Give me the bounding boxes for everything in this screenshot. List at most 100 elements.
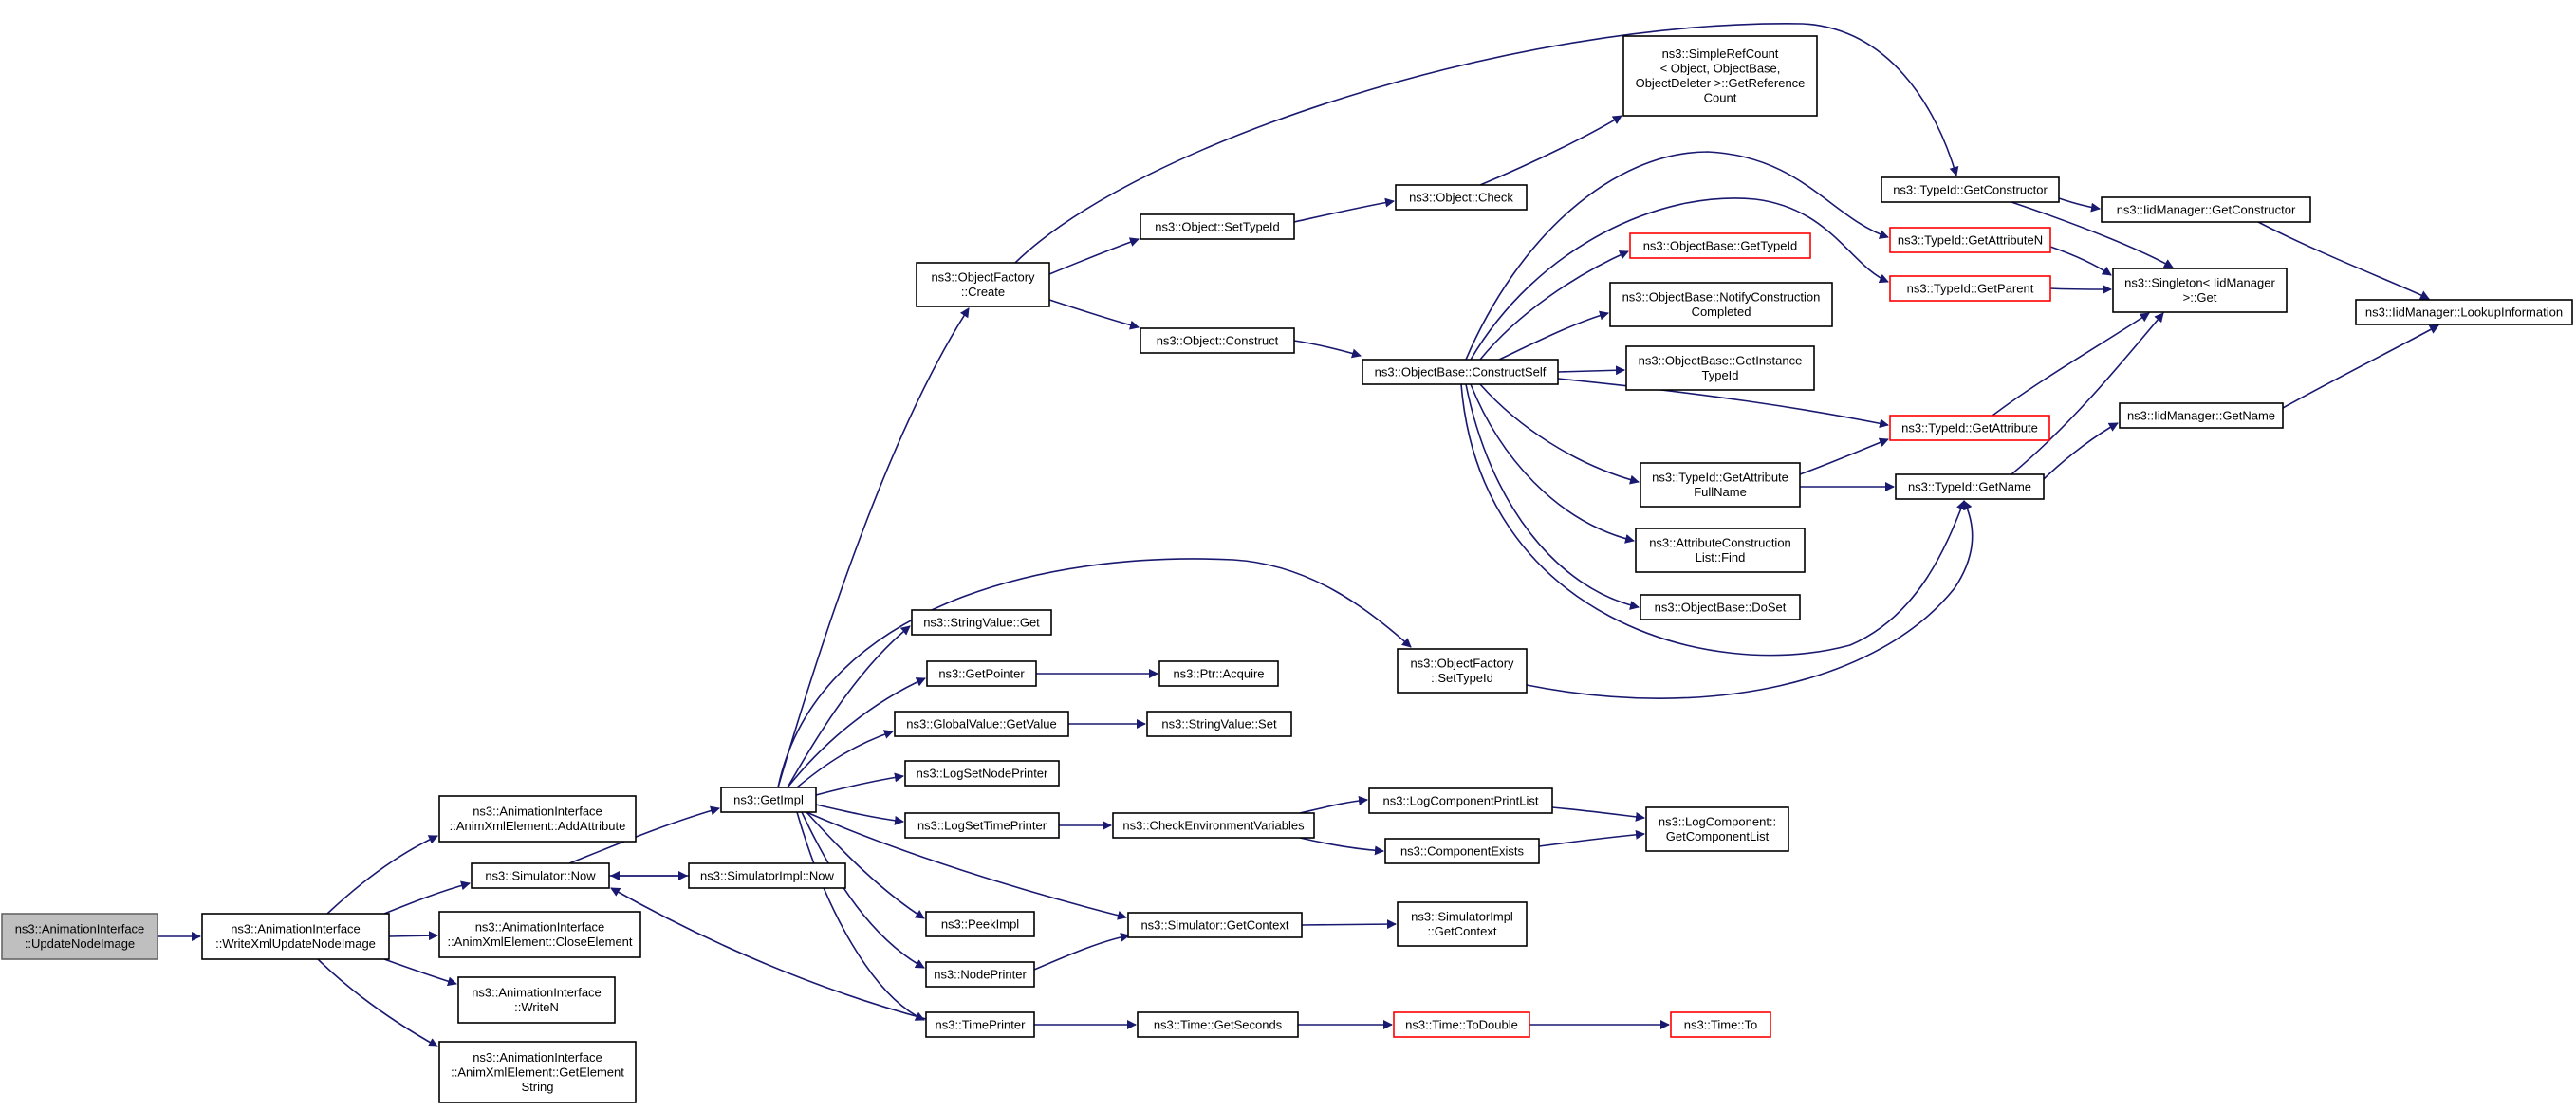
node-box: [1140, 213, 1295, 240]
edge-line: [1992, 312, 2150, 417]
node-getElStr[interactable]: ns3::AnimationInterface::AnimXmlElement:…: [438, 1041, 637, 1103]
node-label-line: ns3::TypeId::GetAttribute: [1901, 420, 2038, 435]
node-label-line: ns3::CheckEnvironmentVariables: [1122, 818, 1305, 832]
edge-line: [383, 958, 457, 987]
edge-line: [1299, 795, 1368, 814]
node-label-line: ns3::GlobalValue::GetValue: [906, 716, 1057, 731]
node-box: [916, 262, 1050, 307]
node-writeXml[interactable]: ns3::AnimationInterface::WriteXmlUpdateN…: [201, 913, 390, 960]
edge-tidGetAttr-to-singletonGet: [1992, 312, 2150, 417]
edge-obConstructSelf-to-acListFind: [1470, 383, 1635, 544]
node-tidGetAttr[interactable]: ns3::TypeId::GetAttribute: [1889, 415, 2050, 441]
node-box: [904, 760, 1060, 787]
node-iidLookup[interactable]: ns3::IidManager::LookupInformation: [2355, 299, 2573, 325]
node-logSetTime[interactable]: ns3::LogSetTimePrinter: [904, 812, 1060, 839]
node-obConstructSelf[interactable]: ns3::ObjectBase::ConstructSelf: [1362, 359, 1559, 385]
node-root: ns3::AnimationInterface::UpdateNodeImage: [1, 913, 158, 960]
node-box: [201, 913, 390, 960]
node-ofCreate[interactable]: ns3::ObjectFactory::Create: [916, 262, 1050, 307]
edge-getImpl-to-logSetNode: [815, 772, 904, 796]
node-obDoSet[interactable]: ns3::ObjectBase::DoSet: [1640, 594, 1801, 620]
edge-writeXml-to-simNow: [383, 880, 471, 915]
node-label-line: ns3::AnimationInterface: [472, 986, 602, 1000]
edge-obConstructSelf-to-tidGetName: [1460, 383, 1966, 657]
node-ofSetTypeId[interactable]: ns3::ObjectFactory::SetTypeId: [1397, 648, 1528, 694]
node-checkEnv[interactable]: ns3::CheckEnvironmentVariables: [1112, 812, 1315, 839]
edge-line: [568, 805, 720, 864]
node-iidGetName[interactable]: ns3::IidManager::GetName: [2119, 402, 2284, 429]
node-nodePrinter[interactable]: ns3::NodePrinter: [925, 961, 1035, 988]
node-label-line: ns3::ObjectBase::ConstructSelf: [1375, 364, 1547, 379]
node-getImpl[interactable]: ns3::GetImpl: [720, 787, 817, 813]
node-peekImpl[interactable]: ns3::PeekImpl: [925, 911, 1035, 937]
node-gvGetValue[interactable]: ns3::GlobalValue::GetValue: [894, 711, 1069, 737]
node-tidGetAttrN[interactable]: ns3::TypeId::GetAttributeN: [1889, 227, 2051, 253]
edge-objConstruct-to-obConstructSelf: [1293, 340, 1362, 359]
node-label-line: ns3::LogSetNodePrinter: [917, 766, 1048, 780]
node-simNow[interactable]: ns3::Simulator::Now: [471, 862, 610, 889]
node-label-line: ns3::IidManager::LookupInformation: [2365, 305, 2563, 319]
node-objConstruct[interactable]: ns3::Object::Construct: [1140, 327, 1295, 354]
node-singletonGet[interactable]: ns3::Singleton< IidManager>::Get: [2112, 268, 2288, 313]
edge-line: [801, 811, 925, 969]
edge-iidGetConstructor-to-iidLookup: [2257, 221, 2430, 300]
edge-line: [815, 772, 904, 796]
node-closeEl[interactable]: ns3::AnimationInterface::AnimXmlElement:…: [438, 911, 641, 958]
edge-line: [1479, 115, 1622, 186]
node-box: [2112, 268, 2288, 313]
node-simpleRefCount[interactable]: ns3::SimpleRefCount< Object, ObjectBase,…: [1622, 35, 1818, 117]
node-box: [1393, 1011, 1530, 1038]
node-simImplGetCtx[interactable]: ns3::SimulatorImpl::GetContext: [1397, 901, 1528, 947]
node-iidGetConstructor[interactable]: ns3::IidManager::GetConstructor: [2101, 196, 2311, 223]
edge-line: [777, 307, 970, 788]
node-simGetCtx[interactable]: ns3::Simulator::GetContext: [1127, 912, 1303, 938]
node-getPointer[interactable]: ns3::GetPointer: [926, 660, 1037, 687]
node-logCompPrintList[interactable]: ns3::LogComponentPrintList: [1368, 787, 1553, 814]
edge-line: [787, 677, 926, 788]
node-timeGetSec[interactable]: ns3::Time::GetSeconds: [1137, 1011, 1299, 1038]
node-label-line: ns3::IidManager::GetConstructor: [2117, 202, 2296, 216]
node-box: [926, 660, 1037, 687]
node-objCheck[interactable]: ns3::Object::Check: [1395, 184, 1528, 211]
edge-tidGetAttrFull-to-tidGetAttr: [1799, 437, 1889, 475]
node-strValSet[interactable]: ns3::StringValue::Set: [1146, 711, 1292, 737]
node-tidGetName[interactable]: ns3::TypeId::GetName: [1895, 473, 2045, 500]
node-box: [1645, 806, 1789, 852]
edge-getImpl-to-gvGetValue: [796, 730, 894, 788]
node-timePrinter[interactable]: ns3::TimePrinter: [925, 1011, 1035, 1038]
edge-ofCreate-to-objConstruct: [1048, 299, 1140, 330]
node-obNotify[interactable]: ns3::ObjectBase::NotifyConstructionCompl…: [1609, 282, 1833, 327]
node-writeN[interactable]: ns3::AnimationInterface::WriteN: [457, 976, 616, 1024]
node-box: [1629, 232, 1811, 259]
node-simImplNow[interactable]: ns3::SimulatorImpl::Now: [688, 862, 846, 889]
node-tidGetParent[interactable]: ns3::TypeId::GetParent: [1889, 275, 2051, 302]
node-ptrAcquire[interactable]: ns3::Ptr::Acquire: [1158, 660, 1279, 687]
edge-line: [610, 887, 927, 1020]
node-label-line: ns3::TypeId::GetAttributeN: [1898, 232, 2043, 247]
node-timeTo[interactable]: ns3::Time::To: [1670, 1011, 1771, 1038]
edge-line: [326, 835, 438, 915]
node-objSetTypeId[interactable]: ns3::Object::SetTypeId: [1140, 213, 1295, 240]
node-timeToDouble[interactable]: ns3::Time::ToDouble: [1393, 1011, 1530, 1038]
node-strValGet[interactable]: ns3::StringValue::Get: [911, 609, 1052, 636]
node-label-line: ns3::Singleton< IidManager: [2124, 276, 2275, 290]
edge-line: [1479, 250, 1629, 361]
node-logCompGetList[interactable]: ns3::LogComponent::GetComponentList: [1645, 806, 1789, 852]
edge-tidGetConstructor-to-singletonGet: [2011, 201, 2174, 268]
edge-ofCreate-to-objSetTypeId: [1048, 237, 1140, 275]
node-box: [1368, 787, 1553, 814]
node-compExists[interactable]: ns3::ComponentExists: [1384, 838, 1540, 864]
node-label-line: FullName: [1694, 485, 1747, 499]
node-logSetNode[interactable]: ns3::LogSetNodePrinter: [904, 760, 1060, 787]
edge-line: [1048, 237, 1140, 275]
node-tidGetConstructor[interactable]: ns3::TypeId::GetConstructor: [1881, 176, 2060, 203]
node-obGetTypeId[interactable]: ns3::ObjectBase::GetTypeId: [1629, 232, 1811, 259]
node-box: [1625, 345, 1815, 391]
node-label-line: ns3::Ptr::Acquire: [1173, 666, 1264, 680]
edge-line: [1526, 500, 1974, 699]
node-addAttr[interactable]: ns3::AnimationInterface::AnimXmlElement:…: [438, 795, 637, 843]
node-box: [2101, 196, 2311, 223]
